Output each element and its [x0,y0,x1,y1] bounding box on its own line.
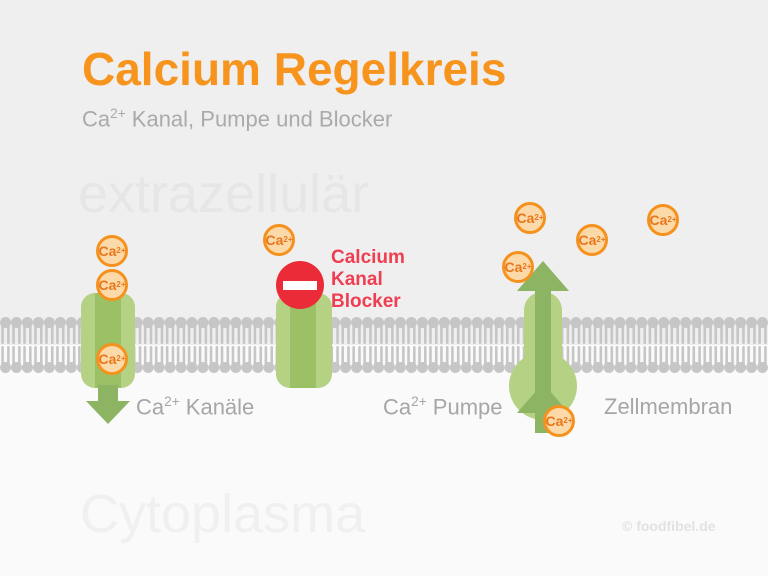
blocker-label-line-3: Blocker [331,291,401,312]
calcium-ion-symbol: Ca [98,243,117,259]
page-subtitle: Ca2+ Kanal, Pumpe und Blocker [82,106,392,132]
blocker-label-line-2: Kanal [331,269,383,290]
channels-label: Ca2+ Kanäle [136,394,254,420]
calcium-ion-charge: 2+ [522,262,532,271]
pump-label: Ca2+ Pumpe [383,394,503,420]
calcium-channel-blocked[interactable] [276,293,332,388]
calcium-channel-blocker-label: Calcium Kanal Blocker [331,247,405,313]
pump-label-prefix: Ca [383,394,412,420]
calcium-channel-open[interactable] [81,293,135,388]
channels-label-superscript: 2+ [164,394,180,409]
calcium-ion-charge: 2+ [116,354,126,363]
calcium-ion-charge: 2+ [596,235,606,244]
extracellular-region [0,0,768,345]
blocker-label-line-1: Calcium [331,247,405,268]
calcium-ion-symbol: Ca [98,277,117,293]
calcium-ion-symbol: Ca [516,210,535,226]
calcium-ion-charge: 2+ [116,246,126,255]
copyright-notice: © foodfibel.de [622,518,716,534]
page-subtitle-rest: Kanal, Pumpe und Blocker [125,106,393,132]
membrane-label: Zellmembran [604,394,733,419]
calcium-ion-charge: 2+ [534,213,544,222]
calcium-ion-symbol: Ca [545,413,564,429]
calcium-ion-symbol: Ca [98,351,117,367]
pump-label-rest: Pumpe [426,394,503,420]
no-entry-icon[interactable] [276,261,324,309]
calcium-ion-symbol: Ca [578,232,597,248]
no-entry-bar [283,280,317,290]
extracellular-watermark-label: extrazellulär [78,164,370,224]
calcium-ion-symbol: Ca [504,259,523,275]
cytoplasm-watermark-label: Cytoplasma [80,484,366,544]
calcium-ion-charge: 2+ [283,235,293,244]
channel-inner-pore [290,293,316,388]
calcium-ion-symbol: Ca [649,212,668,228]
calcium-ion-charge: 2+ [667,215,677,224]
pump-label-superscript: 2+ [411,394,427,409]
calcium-ion-charge: 2+ [563,416,573,425]
channels-label-prefix: Ca [136,394,165,420]
page-subtitle-prefix: Ca [82,106,111,132]
calcium-ion-charge: 2+ [116,280,126,289]
page-title: Calcium Regelkreis [82,43,507,95]
calcium-ion-symbol: Ca [265,232,284,248]
page-subtitle-superscript: 2+ [110,106,126,121]
channels-label-rest: Kanäle [179,394,255,420]
channel-influx-arrow-icon [84,385,132,430]
